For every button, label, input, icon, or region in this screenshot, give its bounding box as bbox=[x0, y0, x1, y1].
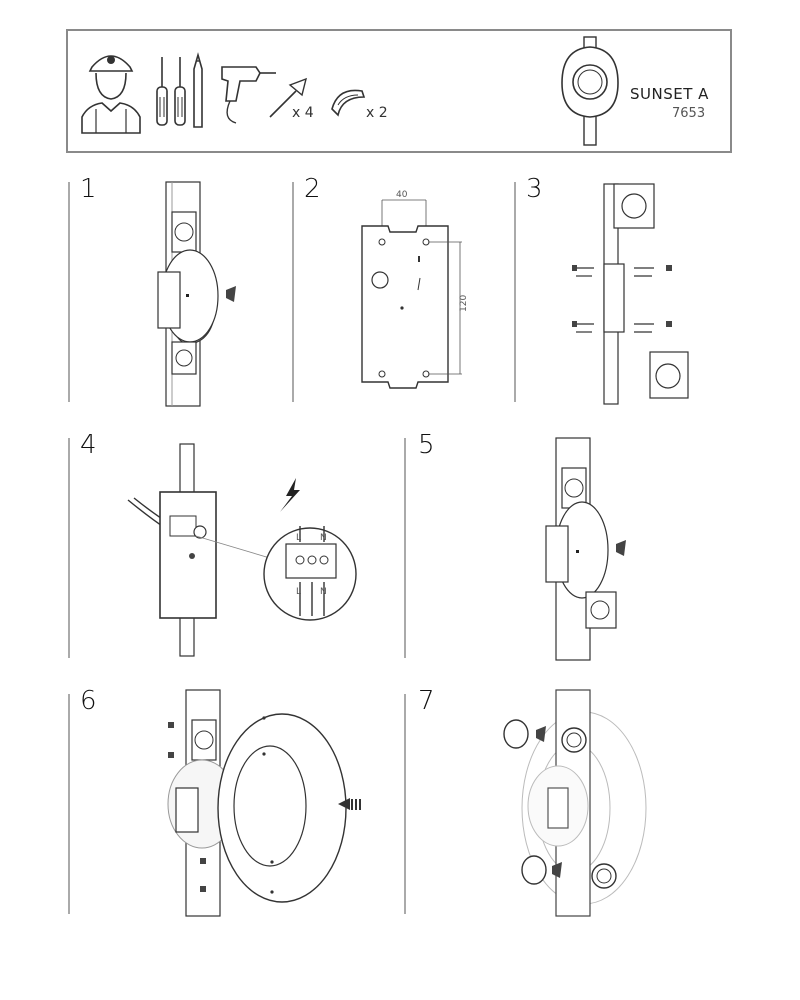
screwdriver-icon bbox=[156, 57, 168, 126]
step-5-divider bbox=[404, 438, 406, 658]
step-2-divider bbox=[292, 182, 294, 402]
terminal-top-l: L bbox=[296, 533, 301, 543]
dim-width-label: 40 bbox=[396, 190, 408, 200]
terminal-top-n: N bbox=[320, 533, 327, 543]
screw-quantity: x 4 bbox=[292, 105, 314, 121]
terminal-bottom-l: L bbox=[296, 587, 301, 597]
step-3-number: 3 bbox=[526, 174, 543, 204]
step-1-divider bbox=[68, 182, 70, 402]
step-1-diagram bbox=[157, 181, 236, 407]
terminal-bottom-n: N bbox=[320, 587, 327, 597]
screwdriver-icon bbox=[174, 57, 186, 126]
clip-icon bbox=[331, 89, 366, 117]
step-4-divider bbox=[68, 438, 70, 658]
step-7-number: 7 bbox=[418, 686, 435, 716]
installer-icon bbox=[81, 55, 141, 134]
product-name: SUNSET A bbox=[630, 85, 709, 103]
tools-header: x 4 x 2 SUNSET A 7653 bbox=[66, 29, 732, 153]
step-6-number: 6 bbox=[80, 686, 97, 716]
step-5-diagram bbox=[545, 437, 626, 661]
step-6-diagram bbox=[167, 689, 361, 917]
step-2-bracket-diagram: 40 120 bbox=[361, 190, 469, 389]
product-code: 7653 bbox=[672, 106, 706, 121]
step-1-number: 1 bbox=[80, 174, 97, 204]
step-7-diagram bbox=[503, 689, 647, 917]
lamp-preview-icon bbox=[561, 36, 619, 146]
step-2-number: 2 bbox=[304, 174, 321, 204]
pencil-icon bbox=[193, 52, 203, 128]
step-4-number: 4 bbox=[80, 430, 97, 460]
step-5-number: 5 bbox=[418, 430, 435, 460]
step-3-divider bbox=[514, 182, 516, 402]
clip-quantity: x 2 bbox=[366, 105, 388, 121]
drill-icon bbox=[221, 66, 276, 124]
step-3-diagram bbox=[572, 183, 689, 405]
step-7-divider bbox=[404, 694, 406, 914]
wall-plug-icon bbox=[269, 77, 308, 118]
step-4-wiring-diagram: L N L N bbox=[127, 443, 357, 657]
dim-height-label: 120 bbox=[459, 295, 469, 312]
step-6-divider bbox=[68, 694, 70, 914]
electric-bolt-icon bbox=[280, 478, 300, 512]
